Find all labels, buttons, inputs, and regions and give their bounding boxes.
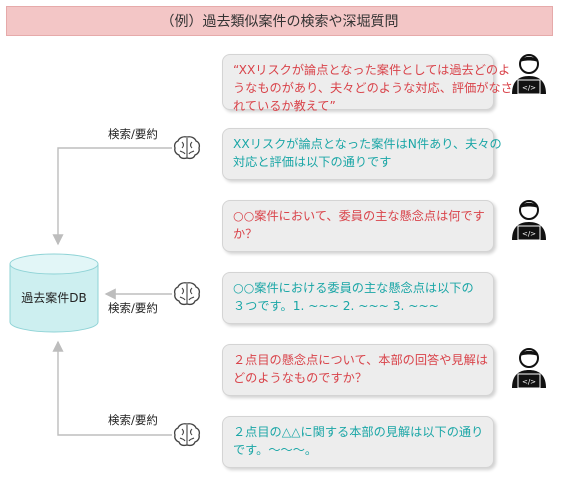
message-line: ○○案件における委員の主な懸念点は以下の	[233, 281, 474, 295]
user-laptop-icon: </>	[512, 54, 546, 95]
user-question-2: ○○案件において、委員の主な懸念点は何です か？	[222, 200, 494, 252]
svg-text:</>: </>	[522, 84, 536, 92]
brain-icon	[173, 282, 201, 306]
message-line: ２点目の懸念点について、本部の回答や見解は	[233, 353, 488, 367]
user-laptop-icon: </>	[512, 348, 546, 389]
brain-icon	[173, 423, 201, 447]
database-label: 過去案件DB	[21, 291, 87, 305]
ai-answer-1: XXリスクが論点となった案件はN件あり、夫々の 対応と評価は以下の通りです	[222, 128, 502, 180]
message-line: れているか教えて”	[233, 99, 336, 113]
ai-answer-2: ○○案件における委員の主な懸念点は以下の ３つです。1. ~~~ 2. ~~~ …	[222, 272, 494, 324]
svg-text:</>: </>	[522, 378, 536, 386]
search-summary-label-middle: 検索/要約	[108, 301, 158, 315]
message-line: XXリスクが論点となった案件はN件あり、夫々の	[233, 137, 502, 151]
ai-answer-3: ２点目の△△に関する本部の見解は以下の通り です。～～～。	[222, 416, 494, 468]
connector-top	[52, 147, 172, 246]
connector-bottom	[52, 340, 172, 436]
database-cylinder: 過去案件DB	[8, 252, 100, 334]
message-line: うなものがあり、夫々どのような対応、評価がなさ	[233, 81, 513, 95]
message-line: か？	[233, 227, 258, 241]
brain-icon	[173, 136, 201, 160]
search-summary-label-bottom: 検索/要約	[108, 413, 158, 427]
database-icon	[9, 253, 99, 333]
message-line: ３つです。1. ~~~ 2. ~~~ 3. ~~~	[233, 299, 439, 313]
message-line: 対応と評価は以下の通りです	[233, 155, 392, 169]
message-line: ○○案件において、委員の主な懸念点は何です	[233, 209, 485, 223]
diagram-title: （例）過去類似案件の検索や深堀質問	[6, 6, 553, 36]
search-summary-label-top: 検索/要約	[108, 127, 158, 141]
message-line: です。～～～。	[233, 443, 318, 457]
user-laptop-icon: </>	[512, 200, 546, 241]
user-question-3: ２点目の懸念点について、本部の回答や見解は どのようなものですか？	[222, 344, 494, 396]
message-line: どのようなものですか？	[233, 371, 368, 385]
svg-text:</>: </>	[522, 230, 536, 238]
user-question-1: “XXリスクが論点となった案件としては過去どのよ うなものがあり、夫々どのような…	[222, 54, 513, 113]
message-line: ２点目の△△に関する本部の見解は以下の通り	[233, 425, 484, 439]
message-line: “XXリスクが論点となった案件としては過去どのよ	[233, 63, 511, 77]
